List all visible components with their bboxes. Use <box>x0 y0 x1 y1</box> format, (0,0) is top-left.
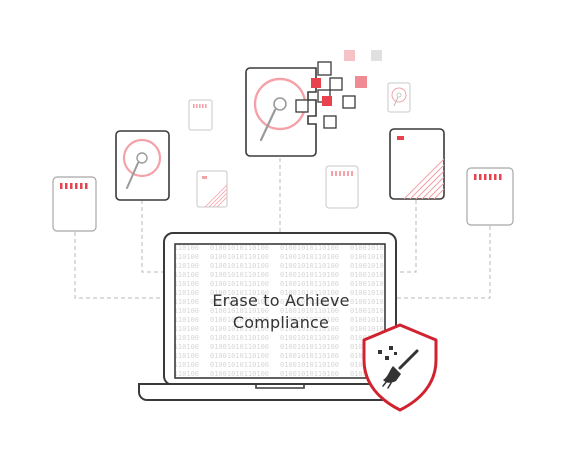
caption-line-1: Erase to Achieve <box>212 291 350 310</box>
connector-lines <box>74 158 491 299</box>
memory-card-icon <box>466 167 514 226</box>
caption-line-2: Compliance <box>232 313 330 332</box>
memory-card-icon <box>52 176 97 232</box>
pixel-fragments <box>295 50 382 129</box>
hard-drive-icon <box>387 82 411 113</box>
laptop-icon <box>138 232 422 401</box>
hard-drive-icon <box>115 130 170 201</box>
shield-broom-icon <box>362 323 438 412</box>
ssd-icon <box>196 170 228 208</box>
memory-card-icon <box>325 165 359 209</box>
caption: Erase to Achieve Compliance <box>176 290 386 334</box>
memory-card-icon <box>188 99 213 131</box>
ssd-icon <box>389 128 445 200</box>
hard-drive-icon <box>245 67 317 157</box>
